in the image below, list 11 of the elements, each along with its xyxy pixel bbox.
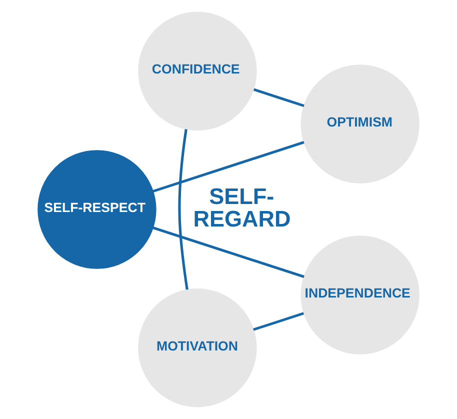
connector — [178, 129, 188, 290]
connector — [253, 312, 304, 331]
node-text: SELF- REGARD — [193, 184, 291, 232]
node-circle: CONFIDENCE — [138, 12, 257, 131]
node-circle: OPTIMISM — [300, 64, 420, 184]
connector — [253, 88, 304, 108]
node-circle: INDEPENDENCE — [300, 236, 420, 354]
connector — [152, 226, 304, 278]
node-circle: SELF-RESPECT — [38, 150, 156, 269]
connector — [152, 141, 304, 193]
node-circle: MOTIVATION — [138, 288, 257, 408]
